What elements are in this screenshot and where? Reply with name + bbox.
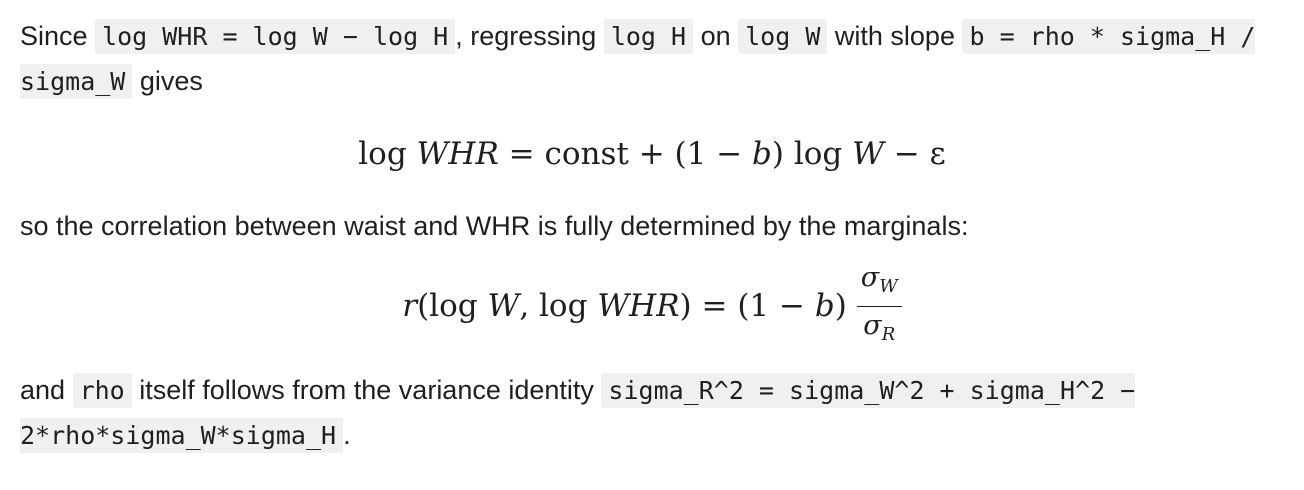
equation-correlation: r(log W, log WHR) = (1 − b) σW σR xyxy=(20,262,1284,346)
inline-code-whr-identity: log WHR = log W − log H xyxy=(95,19,456,54)
math-var-whr: WHR xyxy=(597,288,680,324)
inline-code-log-w: log W xyxy=(738,19,828,54)
paragraph-correlation: so the correlation between waist and WHR… xyxy=(20,211,969,241)
text-segment: on xyxy=(693,21,739,51)
math-text: , log xyxy=(519,288,598,324)
math-sub-r: R xyxy=(881,323,896,345)
math-var-r: r xyxy=(402,288,418,324)
math-sub-w: W xyxy=(879,275,898,297)
fraction-numerator: σW xyxy=(856,261,902,307)
math-sigma: σ xyxy=(863,309,882,341)
math-text: = const + (1 − xyxy=(498,136,753,172)
math-text: ) = (1 − xyxy=(679,288,815,324)
text-segment: Since xyxy=(20,21,96,51)
math-var-w: W xyxy=(852,136,884,172)
text-segment: with slope xyxy=(827,21,963,51)
text-segment: and xyxy=(20,375,73,405)
math-sigma: σ xyxy=(860,261,880,293)
inline-code-rho: rho xyxy=(72,373,132,408)
paragraph-variance-identity: and rho itself follows from the variance… xyxy=(20,368,1284,458)
inline-code-log-h: log H xyxy=(603,19,694,54)
math-text: ) xyxy=(834,288,847,324)
text-segment: gives xyxy=(132,66,203,96)
math-text: (log xyxy=(417,288,488,324)
paragraph-regression: Since log WHR = log W − log H, regressin… xyxy=(20,14,1284,104)
math-var-w: W xyxy=(487,288,520,324)
math-log: log xyxy=(358,136,407,172)
text-segment: . xyxy=(343,420,351,450)
document-body: Since log WHR = log W − log H, regressin… xyxy=(20,14,1284,458)
text-segment: itself follows from the variance identit… xyxy=(131,375,602,405)
math-var-b: b xyxy=(752,136,772,172)
fraction-denominator: σR xyxy=(859,307,899,352)
math-var-whr: WHR xyxy=(416,136,499,172)
math-text: − ε xyxy=(884,136,946,172)
text-segment: , regressing xyxy=(455,21,604,51)
math-fraction: σW σR xyxy=(856,261,902,352)
math-text: ) log xyxy=(771,136,853,172)
equation-log-whr: log WHR = const + (1 − b) log W − ε xyxy=(20,132,1284,176)
math-var-b: b xyxy=(814,288,835,324)
